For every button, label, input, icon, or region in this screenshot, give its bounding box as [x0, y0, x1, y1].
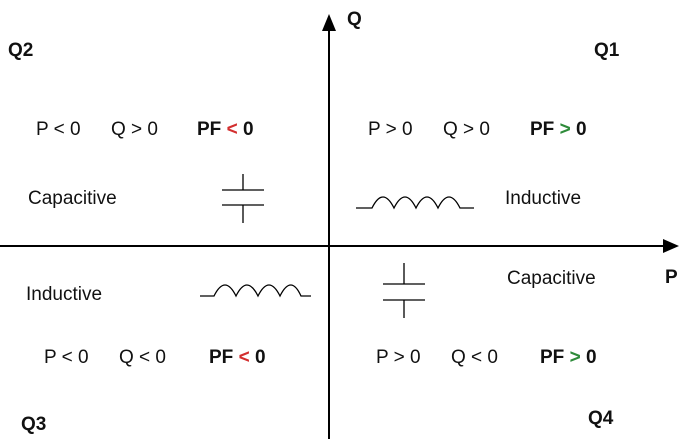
pf-operator: >	[569, 347, 581, 368]
pf-value: 0	[254, 347, 266, 368]
pf-label: PF	[197, 119, 222, 140]
q1-load-type: Inductive	[505, 188, 582, 209]
q3-p-condition: P < 0	[44, 347, 89, 368]
q1-q-condition: Q > 0	[443, 119, 490, 140]
p-axis-arrow-icon	[663, 239, 679, 253]
q2-power-factor: PF < 0	[197, 119, 254, 141]
pf-value: 0	[242, 119, 254, 140]
capacitor-icon	[383, 263, 425, 318]
q4-power-factor: PF > 0	[540, 347, 597, 369]
q1-power-factor: PF > 0	[530, 119, 587, 141]
pf-label: PF	[530, 119, 555, 140]
q4-p-condition: P > 0	[376, 347, 421, 368]
quadrant-label-q2: Q2	[8, 40, 34, 61]
pf-label: PF	[540, 347, 565, 368]
inductor-coil-icon	[200, 284, 311, 298]
quadrant-label-q1: Q1	[594, 40, 620, 61]
q4-load-type: Capacitive	[507, 268, 596, 289]
p-axis-label: P	[665, 267, 678, 288]
q2-load-type: Capacitive	[28, 188, 117, 209]
q2-q-condition: Q > 0	[111, 119, 158, 140]
q2-p-condition: P < 0	[36, 119, 81, 140]
pf-operator: <	[226, 119, 238, 140]
q1-p-condition: P > 0	[368, 119, 413, 140]
pf-value: 0	[575, 119, 587, 140]
q3-power-factor: PF < 0	[209, 347, 266, 369]
quadrant-label-q4: Q4	[588, 408, 614, 429]
q3-q-condition: Q < 0	[119, 347, 166, 368]
pf-operator: >	[559, 119, 571, 140]
inductor-coil-icon	[356, 196, 474, 210]
quadrant-label-q3: Q3	[21, 414, 47, 435]
capacitor-icon	[222, 174, 264, 223]
q-axis-arrow-icon	[322, 14, 336, 31]
pf-operator: <	[238, 347, 250, 368]
pf-value: 0	[585, 347, 597, 368]
q3-load-type: Inductive	[26, 284, 103, 305]
pf-label: PF	[209, 347, 234, 368]
q-axis-label: Q	[347, 9, 362, 30]
q4-q-condition: Q < 0	[451, 347, 498, 368]
